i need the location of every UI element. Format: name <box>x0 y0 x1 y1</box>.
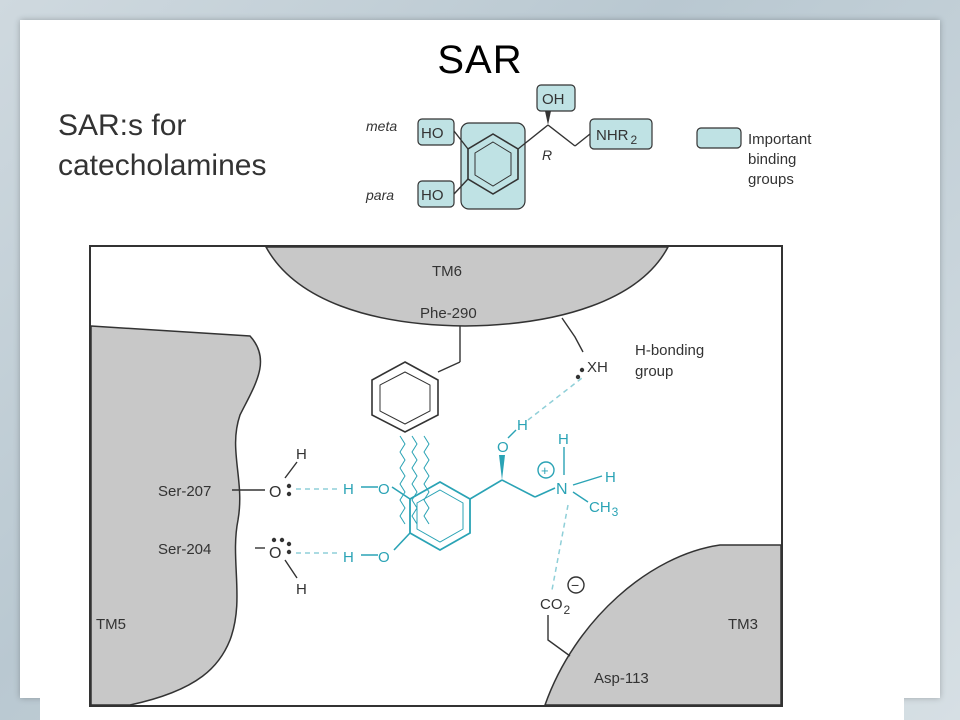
legend-line-2: binding <box>748 151 796 168</box>
tm6-label: TM6 <box>432 263 462 280</box>
nhr-main: NHR <box>596 127 629 144</box>
hbond-label-2: group <box>635 363 673 380</box>
asp-linker <box>547 615 571 657</box>
ser207-lp-1 <box>286 483 292 489</box>
ser207-h: H <box>296 446 307 463</box>
wedge-bond <box>545 111 551 125</box>
ligand-para-bond <box>393 532 411 551</box>
carboxylate-charge-circle <box>567 576 585 594</box>
ligand-oh-h: H <box>517 417 528 434</box>
r-label: R <box>542 147 552 163</box>
tm3-region <box>543 544 782 706</box>
chain-bond-2 <box>547 124 576 147</box>
ligand-wedge <box>499 455 505 480</box>
hbond-asp <box>551 504 569 591</box>
ser207-oh-bond <box>284 461 298 479</box>
legend-line-1: Important <box>748 131 812 148</box>
figure-heading: SAR:s for catecholamines <box>58 106 266 186</box>
tm5-region <box>90 325 262 706</box>
asp-co2: CO2 <box>540 596 571 617</box>
para-bond <box>453 178 469 195</box>
co2-sub: 2 <box>564 603 571 617</box>
meta-label: meta <box>366 118 397 134</box>
ser204-o: O <box>269 545 281 562</box>
ligand-chain-2 <box>501 479 536 498</box>
tm6-region <box>264 246 670 327</box>
ser207-o: O <box>269 484 281 501</box>
ligand-n: N <box>556 481 568 498</box>
ser207-label: Ser-207 <box>158 483 211 500</box>
ligand-ch3: CH3 <box>589 499 619 519</box>
ligand-ring-inner <box>416 489 464 543</box>
asp-label: Asp-113 <box>594 670 649 687</box>
ser204-lp-4 <box>279 537 285 543</box>
ammonium-charge-circle <box>537 461 555 479</box>
ser204-lp-2 <box>286 549 292 555</box>
ligand-meta-o: O <box>378 481 390 498</box>
tm5-label: TM5 <box>96 616 126 633</box>
slide-title: SAR <box>437 38 523 82</box>
phe-label: Phe-290 <box>420 305 477 322</box>
nhr-sub: 2 <box>631 133 638 147</box>
meta-ho-text: HO <box>421 125 444 142</box>
co2-main: CO <box>540 596 563 613</box>
vdw-wave-1 <box>399 435 406 525</box>
meta-bond <box>453 130 469 150</box>
oh-highlight <box>536 84 576 112</box>
ser204-h: H <box>296 581 307 598</box>
ligand-para-h: H <box>343 549 354 566</box>
ser207-lp-2 <box>286 491 292 497</box>
ser204-oh-bond <box>284 559 298 579</box>
ligand-chain-3 <box>534 487 556 498</box>
ch3-sub: 3 <box>612 505 619 519</box>
legend: Important binding groups <box>696 127 812 188</box>
ligand-chain-1 <box>469 479 503 500</box>
legend-swatch <box>696 127 742 149</box>
ammonium-plus: + <box>541 463 549 478</box>
ser204-label: Ser-204 <box>158 541 211 558</box>
xh-lone-pair-2 <box>575 374 581 380</box>
ligand-oh-bond <box>507 429 517 439</box>
ligand-meta-h: H <box>343 481 354 498</box>
xh-lone-pair-1 <box>579 367 585 373</box>
vdw-wave-3 <box>423 435 430 525</box>
heading-line-2: catecholamines <box>58 149 267 182</box>
ser204-lp-3 <box>271 537 277 543</box>
phe-ring <box>371 361 439 433</box>
legend-line-3: groups <box>748 171 794 188</box>
ligand-oh-o: O <box>497 439 509 456</box>
heading-line-1: SAR:s for <box>58 109 187 142</box>
receptor-diagram: TM6 Phe-290 H-bonding group XH Ser-207 S… <box>89 245 783 707</box>
para-ho-text: HO <box>421 187 444 204</box>
ligand-nme-bond <box>572 491 589 503</box>
chain-bond-3 <box>574 133 591 147</box>
phe-linker-2 <box>437 361 461 373</box>
xh-label: XH <box>587 359 608 376</box>
ch3-main: CH <box>589 499 611 516</box>
hbond-xh <box>527 377 583 421</box>
xh-linker <box>561 317 584 353</box>
ligand-para-o: O <box>378 549 390 566</box>
phe-ring-inner <box>379 371 431 425</box>
vdw-wave-2 <box>411 435 418 525</box>
chain-bond-1 <box>517 124 549 150</box>
ser204-lp-1 <box>286 541 292 547</box>
ligand-nh-bond-2 <box>572 475 603 486</box>
tm3-label: TM3 <box>728 616 758 633</box>
hbond-label-1: H-bonding <box>635 342 704 359</box>
para-label: para <box>365 187 394 203</box>
ligand-meta-bond <box>391 486 411 500</box>
ligand-nh-h-top: H <box>558 431 569 448</box>
carboxylate-minus: − <box>571 577 579 593</box>
ring-highlight <box>460 122 526 210</box>
oh-text: OH <box>542 91 565 108</box>
benzene-inner <box>474 141 512 187</box>
ligand-nh-h-right: H <box>605 469 616 486</box>
